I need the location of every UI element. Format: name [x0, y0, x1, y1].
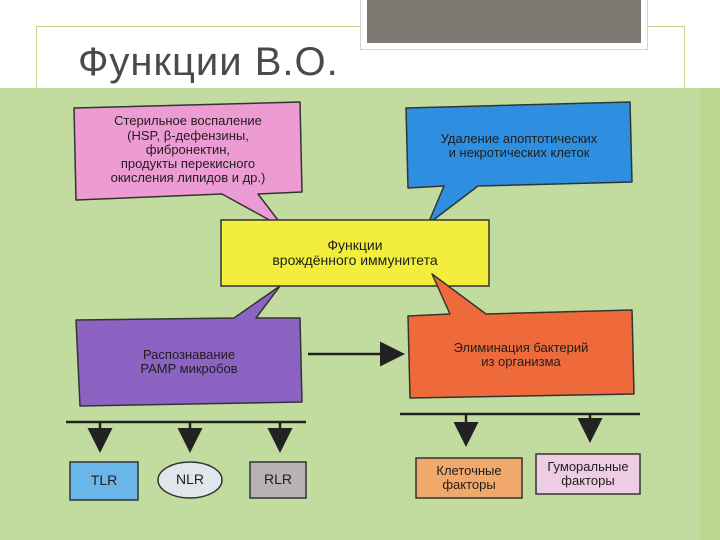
tlr-box: [69, 461, 139, 501]
diagram-picture: Стерильное воспаление (HSP, β-дефензины,…: [0, 88, 700, 540]
frame-line-left: [36, 26, 37, 96]
innate-immunity-box: [220, 219, 490, 287]
slide-edge-strip: [700, 88, 720, 540]
cellular-factors-label: Клеточные факторы: [436, 462, 502, 492]
nlr-ellipse: [157, 461, 223, 499]
slide-title: Функции В.О.: [78, 40, 339, 84]
rlr-box: [249, 461, 307, 499]
bacteria-elimination-label: Элиминация бактерий из организма: [453, 339, 589, 369]
apoptotic-removal-label: Удаление апоптотических и некротических …: [440, 130, 598, 160]
sterile-inflammation-label: Стерильное воспаление (HSP, β-дефензины,…: [110, 113, 266, 186]
nlr-label: NLR: [175, 471, 204, 488]
humoral-factors-label: Гуморальные факторы: [547, 458, 629, 488]
pamp-recognition-bubble: [75, 285, 303, 407]
cellular-factors-box: [415, 457, 523, 499]
frame-line-right: [684, 26, 685, 96]
innate-immunity-label: Функции врождённого иммунитета: [272, 236, 438, 268]
sterile-inflammation-bubble: [73, 101, 303, 229]
title-accent-fill: [367, 0, 641, 43]
rlr-label: RLR: [263, 471, 292, 488]
apoptotic-removal-bubble: [405, 101, 633, 225]
humoral-factors-box: [535, 453, 641, 495]
pamp-recognition-label: Распознавание PAMP микробов: [140, 346, 238, 376]
tlr-label: TLR: [90, 472, 118, 489]
bacteria-elimination-bubble: [407, 273, 635, 399]
diagram-canvas: [66, 101, 641, 501]
